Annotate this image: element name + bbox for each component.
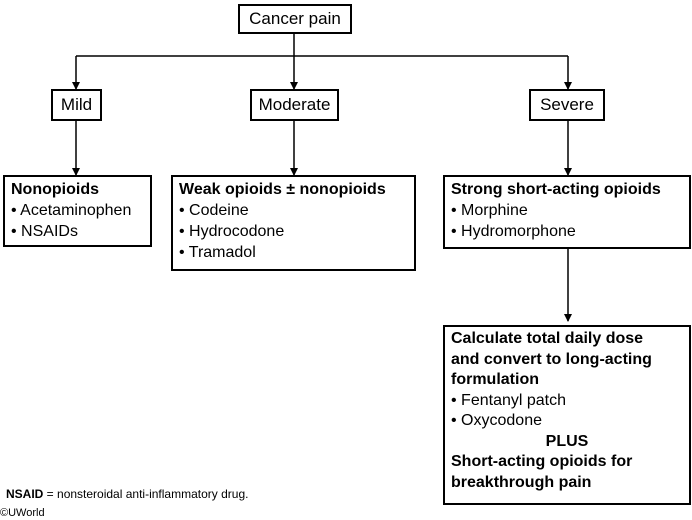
long-acting-heading-line: and convert to long-acting xyxy=(451,350,652,368)
treatment-item: • Morphine xyxy=(451,202,528,219)
treatment-item: • Fentanyl patch xyxy=(451,391,566,409)
nonopioids-box: Nonopioids • Acetaminophen • NSAIDs xyxy=(3,175,152,247)
plus-label: PLUS xyxy=(545,432,589,450)
long-acting-tail-line: breakthrough pain xyxy=(451,473,592,491)
level-severe: Severe xyxy=(529,89,605,121)
strong-opioids-box: Strong short-acting opioids • Morphine •… xyxy=(443,175,691,249)
level-moderate-label: Moderate xyxy=(258,95,331,114)
long-acting-tail-line: Short-acting opioids for xyxy=(451,453,633,470)
weak-opioids-box: Weak opioids ± nonopioids • Codeine • Hy… xyxy=(171,175,416,271)
treatment-item: • Tramadol xyxy=(179,244,256,261)
treatment-item: • Oxycodone xyxy=(451,412,542,429)
treatment-item: • Hydromorphone xyxy=(451,223,576,240)
treatment-item: • Acetaminophen xyxy=(11,202,132,219)
long-acting-heading-line: Calculate total daily dose xyxy=(451,330,644,347)
copyright: ©UWorld xyxy=(0,507,45,519)
weak-opioids-heading: Weak opioids ± nonopioids xyxy=(179,181,386,198)
level-severe-label: Severe xyxy=(540,95,594,114)
footnote-text: = nonsteroidal anti-inflammatory drug. xyxy=(43,487,249,501)
level-mild-label: Mild xyxy=(60,95,93,114)
footnote-abbr: NSAID xyxy=(6,487,44,501)
root-label: Cancer pain xyxy=(249,9,341,28)
treatment-item: • Codeine xyxy=(179,202,249,219)
footnote: NSAID = nonsteroidal anti-inflammatory d… xyxy=(6,487,248,501)
strong-opioids-heading: Strong short-acting opioids xyxy=(451,181,661,198)
level-moderate: Moderate xyxy=(250,89,339,121)
long-acting-heading-line: formulation xyxy=(451,371,539,388)
level-mild: Mild xyxy=(51,89,102,121)
long-acting-box: Calculate total daily dose and convert t… xyxy=(443,325,691,505)
nonopioids-heading: Nonopioids xyxy=(11,181,99,198)
treatment-item: • Hydrocodone xyxy=(179,223,285,240)
treatment-item: • NSAIDs xyxy=(11,223,78,240)
root-node: Cancer pain xyxy=(238,4,352,34)
